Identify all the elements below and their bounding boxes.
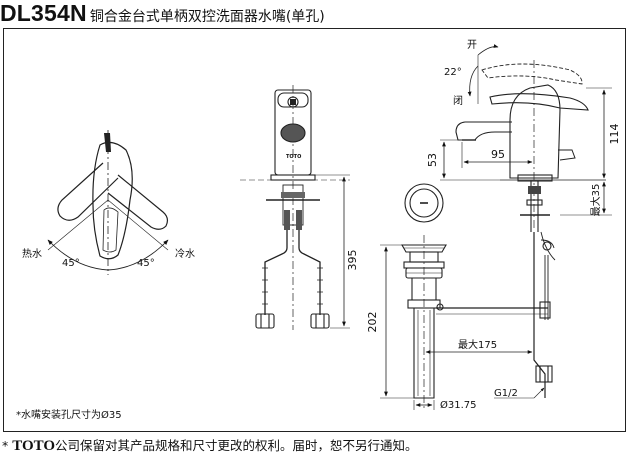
dim-total-height: 114: [608, 124, 621, 145]
angle-22-label: 22°: [444, 67, 462, 78]
handle-rotation-view: [47, 130, 169, 275]
side-view: [440, 44, 612, 398]
dim-drain-height: 202: [366, 312, 379, 333]
drawing-frame: [3, 28, 626, 432]
footer-disclaimer: * TOTO公司保留对其产品规格和尺寸更改的权利。届时，恕不另行通知。: [2, 435, 418, 455]
escutcheon-top-view: [404, 183, 444, 223]
angle-left-label: 45°: [62, 258, 80, 269]
model-number: DL354N: [0, 0, 87, 26]
front-brand-mark: TOTO: [286, 154, 301, 160]
drain-view: [380, 235, 553, 410]
dim-thread: G1/2: [494, 388, 518, 399]
dim-diameter: Ø31.75: [440, 399, 477, 411]
open-label: 开: [467, 40, 477, 51]
footer-asterisk: *: [2, 438, 9, 453]
front-view: [240, 85, 350, 330]
faucet-body-outline: [92, 141, 133, 260]
cold-label: 冷水: [175, 247, 195, 260]
dim-deck-max: 最大35: [589, 184, 602, 217]
hot-label: 热水: [22, 247, 42, 260]
dim-height-395: 395: [346, 250, 359, 271]
dim-rod-max: 最大175: [458, 338, 497, 351]
handle-hot-position: [57, 162, 119, 221]
footer-text: 公司保留对其产品规格和尺寸更改的权利。届时，恕不另行通知。: [55, 438, 418, 453]
product-title: 铜合金台式单柄双控洗面器水嘴(单孔): [89, 9, 325, 25]
handle-cold-position: [107, 174, 169, 230]
install-note: *水嘴安装孔尺寸为Ø35: [16, 408, 122, 421]
footer-brand: TOTO: [12, 438, 56, 454]
close-label: 闭: [453, 94, 463, 107]
angle-right-label: 45°: [137, 258, 155, 269]
title-row: DL354N 铜合金台式单柄双控洗面器水嘴(单孔): [0, 0, 325, 26]
dim-spout-reach: 95: [491, 148, 505, 161]
dim-spout-height: 53: [426, 153, 439, 167]
